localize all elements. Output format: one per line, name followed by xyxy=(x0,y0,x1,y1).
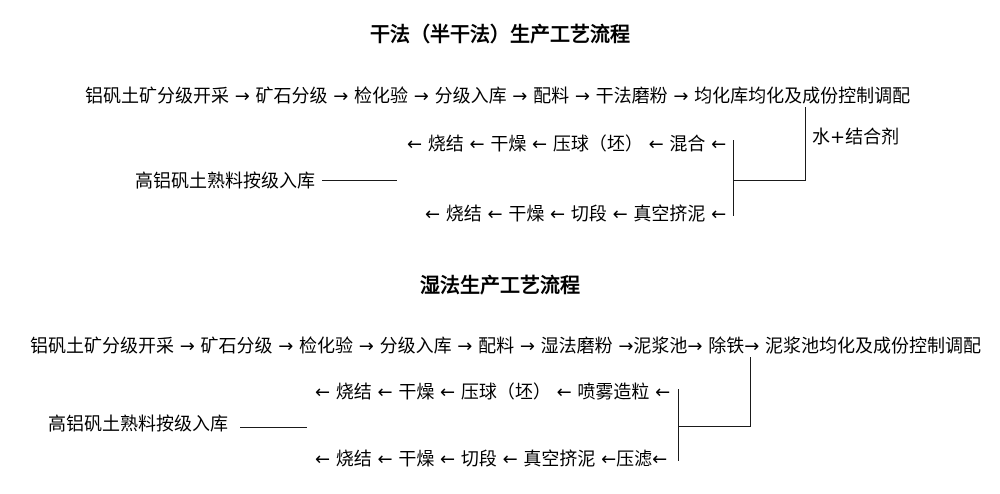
wet-storage-connector-line xyxy=(240,427,307,428)
wet-feed-line xyxy=(750,357,751,427)
dry-additive-label: 水+结合剂 xyxy=(812,127,900,148)
dry-branch-top-text: ← 烧结 ← 干燥 ← 压球（坯） ← 混合 ← xyxy=(407,134,727,155)
wet-main-flow-text: 铝矾土矿分级开采 → 矿石分级 → 检化验 → 分级入库 → 配料 → 湿法磨粉… xyxy=(30,336,982,357)
dry-storage-label: 高铝矾土熟料按级入库 xyxy=(135,171,315,192)
wet-process-title: 湿法生产工艺流程 xyxy=(420,273,580,297)
wet-storage-label: 高铝矾土熟料按级入库 xyxy=(48,414,228,435)
dry-branch-bottom-text: ← 烧结 ← 干燥 ← 切段 ← 真空挤泥 ← xyxy=(425,204,727,225)
dry-additive-feed-line xyxy=(805,107,806,181)
wet-split-connector-horizontal xyxy=(678,426,751,427)
dry-process-title: 干法（半干法）生产工艺流程 xyxy=(370,22,630,46)
dry-main-flow-text: 铝矾土矿分级开采 → 矿石分级 → 检化验 → 分级入库 → 配料 → 干法磨粉… xyxy=(85,86,911,107)
dry-split-connector-horizontal xyxy=(733,180,806,181)
wet-branch-top-text: ← 烧结 ← 干燥 ← 压球（坯） ← 喷雾造粒 ← xyxy=(315,382,671,403)
wet-branch-bottom-text: ← 烧结 ← 干燥 ← 切段 ← 真空挤泥 ←压滤← xyxy=(315,449,668,470)
dry-branch-bracket-vertical xyxy=(733,140,734,216)
dry-storage-connector-line xyxy=(322,180,397,181)
wet-branch-bracket-vertical xyxy=(678,389,679,461)
